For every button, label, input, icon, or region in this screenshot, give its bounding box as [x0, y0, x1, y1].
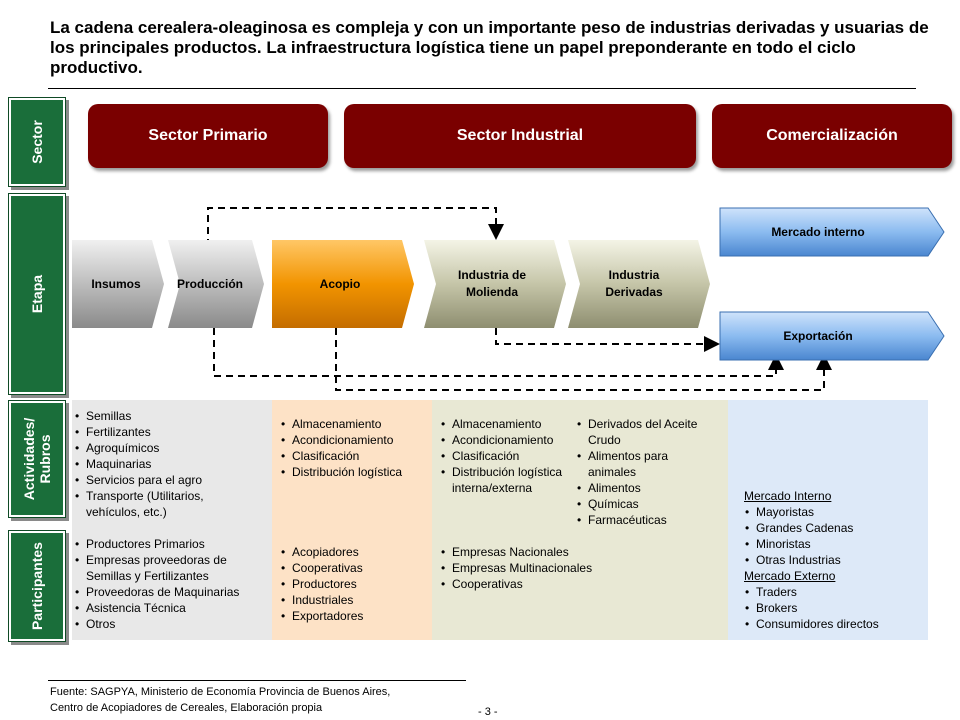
list-item: Farmacéuticas	[576, 512, 726, 528]
list-item: Empresas proveedoras de	[74, 552, 270, 568]
list-item: Distribución logística	[280, 464, 430, 480]
footer-divider	[48, 680, 466, 681]
stage-insumos: Insumos	[72, 240, 164, 328]
list-item: Empresas Multinacionales	[440, 560, 726, 576]
list-item-continuation: Semillas y Fertilizantes	[86, 569, 209, 583]
list-item: Brokers	[744, 600, 928, 616]
stage-molienda-label-1: Industria de	[458, 268, 526, 282]
flow-acopio-to-exportacion	[335, 328, 832, 391]
list-item: Químicas	[576, 496, 726, 512]
list-item: Agroquímicos	[74, 440, 270, 456]
list-item: Maquinarias	[74, 456, 270, 472]
stage-acopio-label: Acopio	[320, 277, 361, 291]
row-label-actividades: Actividades/ Rubros	[8, 400, 66, 518]
actividades-molienda: Almacenamiento Acondicionamiento Clasifi…	[440, 416, 580, 496]
participantes-primario: Productores Primarios Empresas proveedor…	[74, 536, 270, 632]
stage-molienda: Industria de Molienda	[424, 240, 566, 328]
list-item: Cooperativas	[440, 576, 726, 592]
stage-produccion: Producción	[168, 240, 264, 328]
list-item: Otros	[74, 616, 270, 632]
list-item: Empresas Nacionales	[440, 544, 726, 560]
list-item: Distribución logística	[440, 464, 580, 480]
list-item: Traders	[744, 584, 928, 600]
stage-mercado-interno: Mercado interno	[719, 207, 945, 257]
list-item: Acondicionamiento	[280, 432, 430, 448]
row-label-sector: Sector	[8, 97, 66, 187]
list-item: Acondicionamiento	[440, 432, 580, 448]
list-item: Fertilizantes	[74, 424, 270, 440]
stage-exportacion: Exportación	[719, 311, 945, 361]
list-item: Proveedoras de Maquinarias	[74, 584, 270, 600]
list-item: Almacenamiento	[440, 416, 580, 432]
actividades-acopio: Almacenamiento Acondicionamiento Clasifi…	[280, 416, 430, 480]
stage-mercado-interno-label: Mercado interno	[771, 225, 864, 239]
list-item: Almacenamiento	[280, 416, 430, 432]
source-line-1: Fuente: SAGPYA, Ministerio de Economía P…	[50, 686, 391, 698]
stage-molienda-label-2: Molienda	[466, 285, 518, 299]
source-note: Fuente: SAGPYA, Ministerio de Economía P…	[50, 684, 390, 716]
actividades-primario: Semillas Fertilizantes Agroquímicos Maqu…	[74, 408, 270, 520]
list-item: Otras Industrias	[744, 552, 928, 568]
list-item: Clasificación	[280, 448, 430, 464]
row-label-participantes-text: Participantes	[29, 542, 45, 630]
sector-industrial: Sector Industrial	[344, 104, 696, 168]
list-item: Derivados del Aceite	[576, 416, 726, 432]
list-item: Acopiadores	[280, 544, 430, 560]
participantes-acopio: Acopiadores Cooperativas Productores Ind…	[280, 544, 430, 624]
actividades-derivadas: Derivados del Aceite Crudo Alimentos par…	[576, 416, 726, 528]
list-item: Consumidores directos	[744, 616, 928, 632]
flow-produccion-to-mercado	[213, 328, 784, 377]
list-item: Exportadores	[280, 608, 430, 624]
list-item: Transporte (Utilitarios,	[74, 488, 270, 504]
list-item: Cooperativas	[280, 560, 430, 576]
page-number: - 3 -	[478, 706, 498, 718]
stage-derivadas: Industria Derivadas	[568, 240, 710, 328]
value-chain-diagram: Insumos Producción Acopio Industria de M…	[72, 207, 945, 391]
list-item-continuation: Crudo	[588, 433, 621, 447]
list-item-continuation: interna/externa	[452, 481, 533, 495]
list-item-continuation: animales	[588, 465, 637, 479]
stage-derivadas-label-2: Derivadas	[605, 285, 663, 299]
list-item: Productores Primarios	[74, 536, 270, 552]
list-item: Alimentos para	[576, 448, 726, 464]
mercado-interno-heading: Mercado Interno	[744, 489, 832, 503]
list-item: Asistencia Técnica	[74, 600, 270, 616]
source-line-2: Centro de Acopiadores de Cereales, Elabo…	[50, 702, 323, 714]
stage-derivadas-label-1: Industria	[609, 268, 660, 282]
list-item: Alimentos	[576, 480, 726, 496]
list-item: Semillas	[74, 408, 270, 424]
flow-molienda-to-exportacion	[495, 328, 720, 352]
stage-insumos-label: Insumos	[91, 277, 141, 291]
comercial-list: Mercado Interno Mayoristas Grandes Caden…	[744, 488, 928, 632]
row-label-etapa: Etapa	[8, 193, 66, 395]
list-item: Minoristas	[744, 536, 928, 552]
title-divider	[48, 88, 916, 89]
list-item: Productores	[280, 576, 430, 592]
mercado-externo-heading: Mercado Externo	[744, 569, 836, 583]
list-item: Servicios para el agro	[74, 472, 270, 488]
row-label-participantes: Participantes	[8, 530, 66, 642]
stage-exportacion-label: Exportación	[783, 329, 852, 343]
list-item: Grandes Cadenas	[744, 520, 928, 536]
list-item-continuation: vehículos, etc.)	[86, 505, 167, 519]
list-item: Industriales	[280, 592, 430, 608]
list-item: Mayoristas	[744, 504, 928, 520]
participantes-industrial: Empresas Nacionales Empresas Multinacion…	[440, 544, 726, 592]
list-item: Clasificación	[440, 448, 580, 464]
sector-comercializacion: Comercialización	[712, 104, 952, 168]
stage-acopio: Acopio	[272, 240, 414, 328]
stage-produccion-label: Producción	[177, 277, 243, 291]
row-label-actividades-text: Actividades/ Rubros	[21, 417, 54, 501]
sector-primario: Sector Primario	[88, 104, 328, 168]
page-title: La cadena cerealera-oleaginosa es comple…	[50, 18, 929, 77]
